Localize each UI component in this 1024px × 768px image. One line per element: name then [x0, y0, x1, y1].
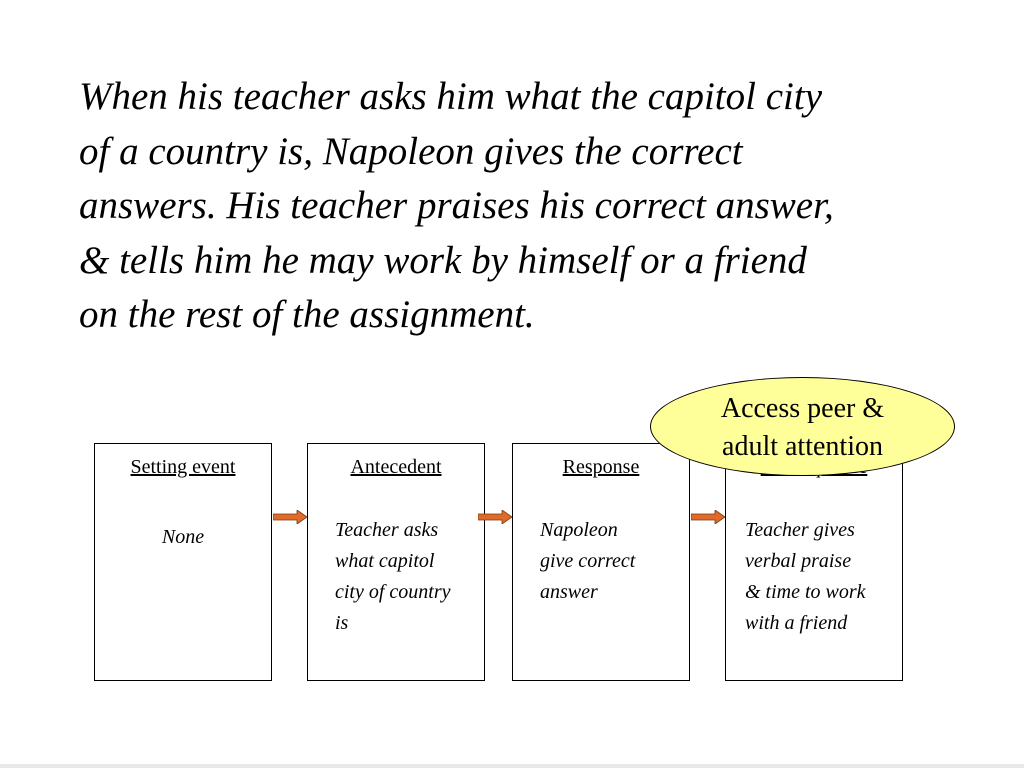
function-callout: Access peer & adult attention [650, 377, 955, 476]
scenario-line: on the rest of the assignment. [79, 293, 535, 336]
scenario-line: When his teacher asks him what the capit… [79, 75, 823, 118]
antecedent-line: Teacher asks [335, 519, 439, 541]
arrow-icon [478, 510, 512, 524]
antecedent-box: Antecedent Teacher asks what capitol cit… [307, 443, 485, 681]
antecedent-line: is [335, 612, 349, 634]
setting-event-title: Setting event [130, 456, 236, 478]
bottom-divider [0, 764, 1024, 768]
response-title: Response [562, 456, 640, 478]
function-callout-line: Access peer & [720, 393, 885, 424]
scenario-line: & tells him he may work by himself or a … [79, 238, 807, 282]
arrow-icon [273, 510, 307, 524]
function-callout-line: adult attention [722, 431, 883, 462]
response-line: give correct [540, 550, 636, 572]
consequence-box: Consequence Teacher gives verbal praise … [725, 443, 903, 681]
antecedent-title: Antecedent [350, 456, 442, 478]
scenario-line: of a country is, Napoleon gives the corr… [79, 129, 743, 173]
consequence-line: verbal praise [745, 550, 852, 572]
setting-event-box: Setting event None [94, 443, 272, 681]
response-box: Response Napoleon give correct answer [512, 443, 690, 681]
consequence-body: Teacher gives verbal praise & time to wo… [745, 515, 866, 639]
consequence-line: with a friend [745, 612, 848, 634]
scenario-text: When his teacher asks him what the capit… [79, 70, 979, 343]
consequence-line: & time to work [745, 581, 866, 603]
antecedent-line: city of country [335, 581, 451, 603]
response-line: Napoleon [540, 519, 618, 541]
antecedent-line: what capitol [335, 550, 435, 572]
antecedent-body: Teacher asks what capitol city of countr… [335, 515, 451, 639]
response-body: Napoleon give correct answer [540, 515, 635, 608]
setting-event-body: None [95, 522, 271, 553]
consequence-line: Teacher gives [745, 519, 855, 541]
setting-event-line: None [161, 526, 205, 548]
response-line: answer [540, 581, 598, 603]
arrow-icon [691, 510, 725, 524]
scenario-line: answers. His teacher praises his correct… [79, 184, 834, 227]
